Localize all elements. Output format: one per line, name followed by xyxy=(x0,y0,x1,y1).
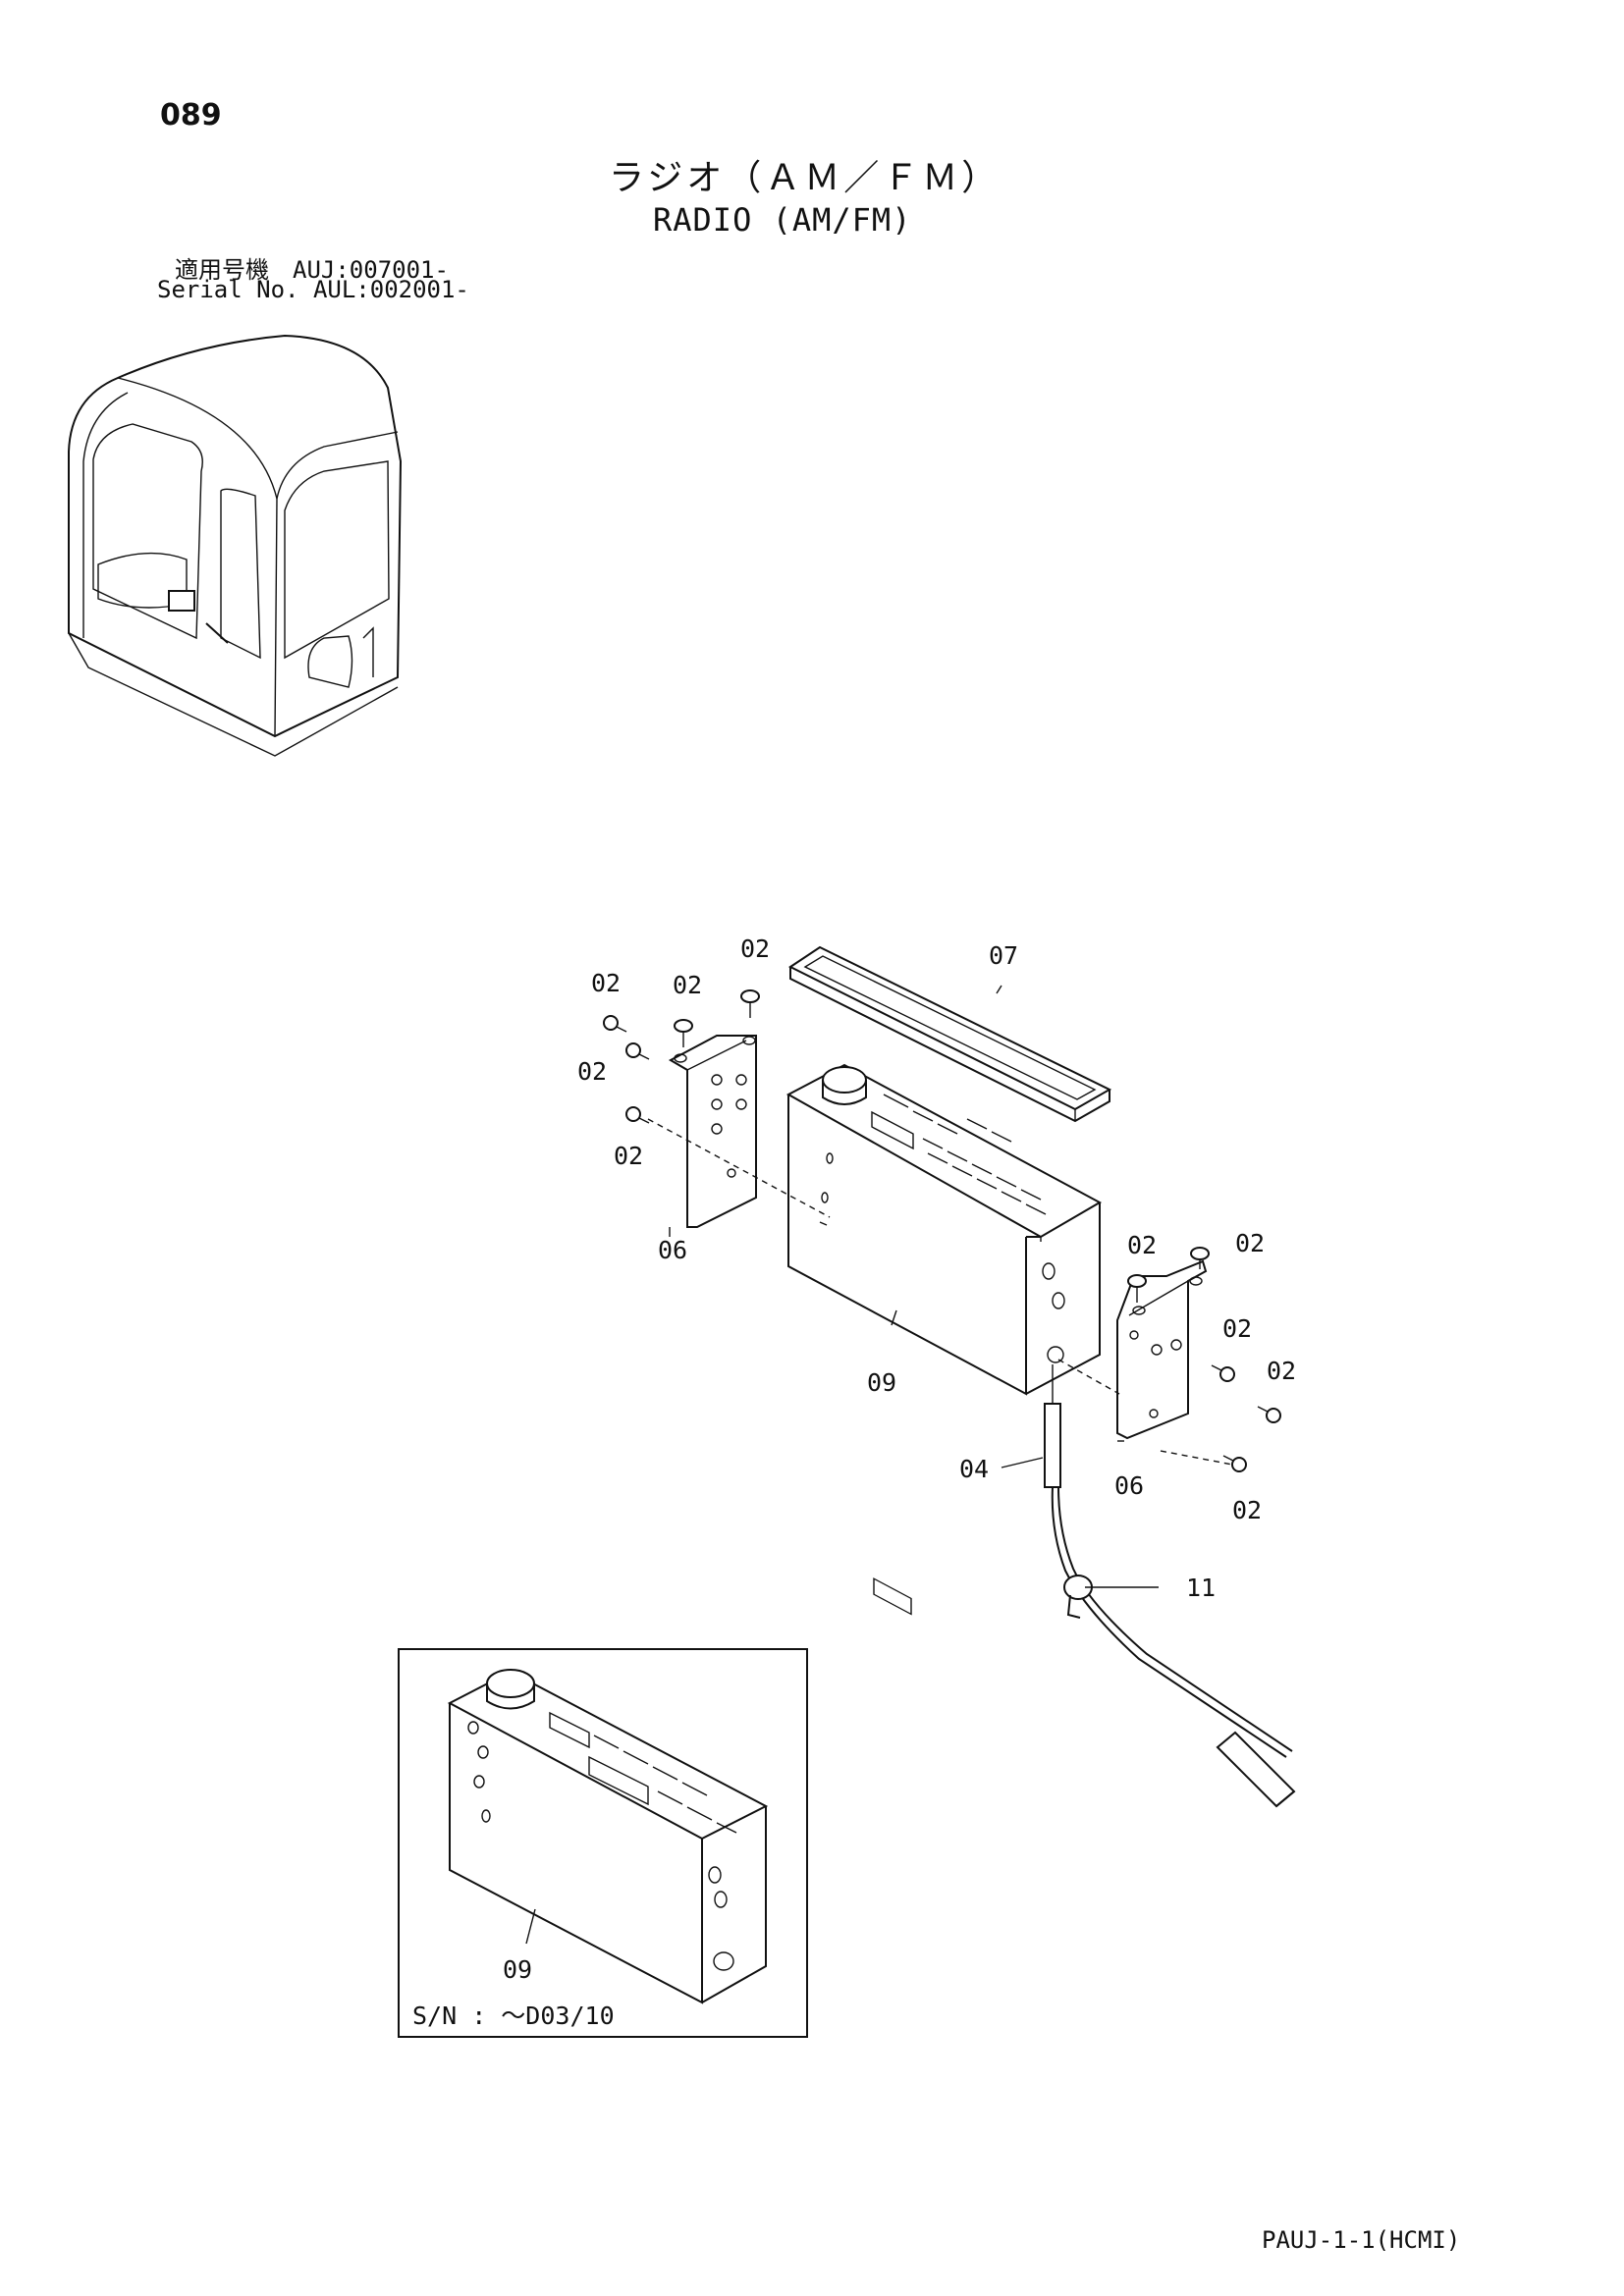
callout-02: 02 xyxy=(673,971,702,999)
bracket-left-part-06 xyxy=(668,1035,757,1228)
callout-06: 06 xyxy=(1114,1471,1144,1500)
bolt-parts-02 xyxy=(603,989,1281,1472)
serial-applicability-jp: 適用号機 AUJ:007001- xyxy=(175,256,449,284)
clamp-part-11 xyxy=(1063,1575,1093,1619)
antenna-lead-part-04 xyxy=(1044,1364,1296,1808)
callout-02: 02 xyxy=(1232,1496,1262,1524)
callout-leaders xyxy=(669,985,1159,1588)
footer-code: PAUJ-1-1(HCMI) xyxy=(1262,2226,1461,2254)
callout-02: 02 xyxy=(1235,1229,1265,1257)
callout-02: 02 xyxy=(577,1057,607,1086)
callout-04: 04 xyxy=(959,1455,989,1483)
cab-location-illustration xyxy=(68,334,403,757)
page-number: 089 xyxy=(160,98,222,133)
inset-serial-note: S/N : ～D03/10 xyxy=(412,2002,615,2030)
bracket-right-part-06 xyxy=(1116,1259,1208,1440)
radio-unit-part-09 xyxy=(785,1063,1103,1616)
callout-06: 06 xyxy=(658,1236,687,1264)
inset-earlier-version: 09 S/N : ～D03/10 xyxy=(398,1648,808,2038)
serial-applicability-en: Serial No. AUL:002001- xyxy=(157,276,469,303)
callout-02: 02 xyxy=(1267,1357,1296,1385)
tray-part-07 xyxy=(788,945,1112,1123)
callout-02: 02 xyxy=(591,969,621,997)
callout-02: 02 xyxy=(614,1142,643,1170)
callout-11: 11 xyxy=(1186,1574,1216,1602)
inset-callout-09: 09 xyxy=(503,1955,532,1984)
page-title-japanese: ラジオ（ＡＭ／ＦＭ） xyxy=(609,158,1001,198)
callout-07: 07 xyxy=(989,941,1018,970)
callout-02: 02 xyxy=(1127,1231,1157,1259)
radio-assembly-exploded: 02 02 02 02 02 07 06 02 02 02 02 02 09 0… xyxy=(577,934,1296,1808)
callout-02: 02 xyxy=(740,934,770,963)
callout-02: 02 xyxy=(1222,1314,1252,1343)
callout-09: 09 xyxy=(867,1368,896,1397)
page-title-english: RADIO (AM/FM) xyxy=(653,201,912,239)
